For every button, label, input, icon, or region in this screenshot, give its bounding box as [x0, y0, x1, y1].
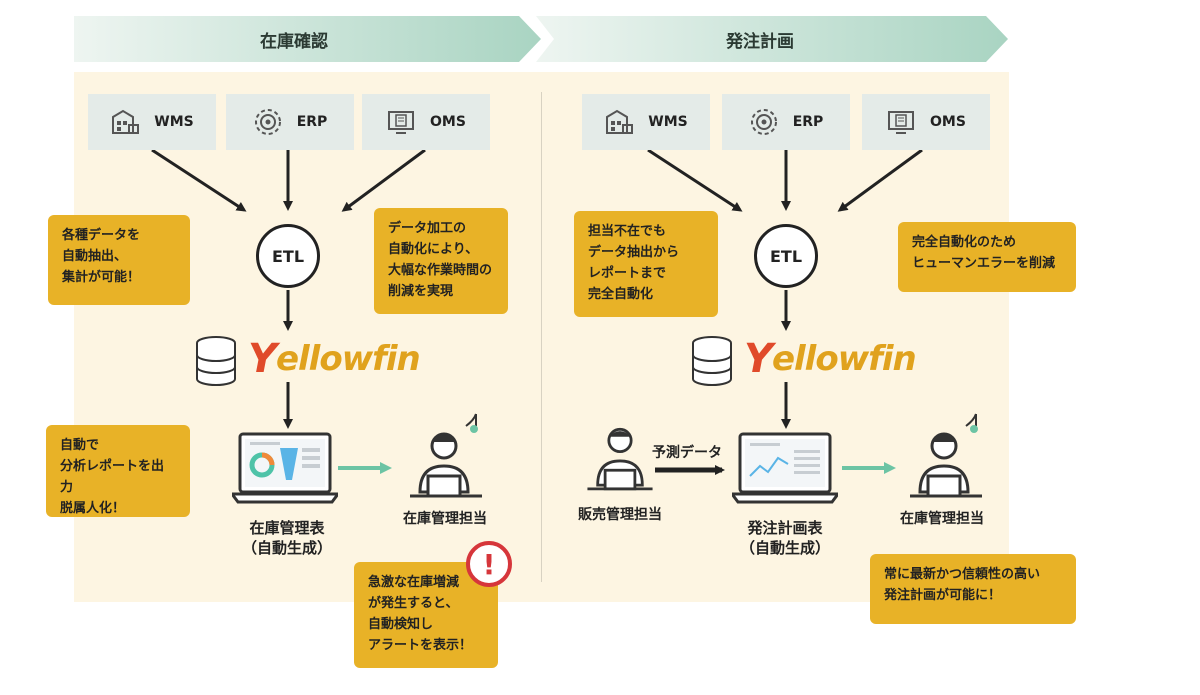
arrow-oms-to-etl-right [837, 148, 923, 212]
source-wms-right: WMS [582, 94, 710, 150]
logo-prefix: Y [744, 336, 773, 382]
arrow-oms-to-etl-left [341, 148, 426, 212]
etl-node-left: ETL [256, 224, 320, 288]
source-label: ERP [296, 114, 328, 130]
section-divider [541, 92, 542, 582]
laptop-dashboard-icon [232, 432, 338, 504]
output-label-plan: 発注計画表 （自動生成） [739, 519, 830, 557]
person-label-left: 在庫管理担当 [403, 511, 487, 527]
arrow-wms-to-etl-left [151, 148, 247, 212]
note-report: 自動で 分析レポートを出力 脱属人化！ [46, 425, 190, 517]
warehouse-icon [606, 109, 634, 134]
gear-cycle-icon [750, 109, 777, 135]
source-oms-right: OMS [862, 94, 990, 150]
banner-stock-check: 在庫確認 [260, 31, 328, 52]
source-erp-right: ERP [722, 94, 850, 150]
source-oms-left: OMS [362, 94, 490, 150]
source-label: OMS [930, 114, 966, 130]
source-label: OMS [430, 114, 466, 130]
note-error: 完全自動化のため ヒューマンエラーを削減 [898, 222, 1076, 292]
person-laptop-icon [910, 413, 982, 498]
logo-rest: ellowfin [771, 339, 917, 379]
person-label-right: 在庫管理担当 [900, 511, 984, 527]
forecast-label: 予測データ [652, 445, 722, 461]
note-planning: 常に最新かつ信頼性の高い 発注計画が可能に！ [870, 554, 1076, 624]
database-icon [692, 336, 732, 386]
arrow-wms-to-etl-right [647, 148, 743, 212]
source-label: WMS [648, 114, 688, 130]
banner-left-arrow [74, 16, 541, 62]
note-extract: 各種データを 自動抽出、 集計が可能！ [48, 215, 190, 305]
monitor-document-icon [388, 111, 415, 134]
source-label: WMS [154, 114, 194, 130]
etl-node-right: ETL [754, 224, 818, 288]
database-icon [196, 336, 236, 386]
banner-right-arrow [536, 16, 1008, 62]
person-laptop-icon [410, 413, 482, 498]
laptop-plan-icon [732, 432, 838, 504]
banner-order-planning: 発注計画 [726, 31, 794, 52]
note-absence: 担当不在でも データ抽出から レポートまで 完全自動化 [574, 211, 718, 317]
warehouse-icon [112, 109, 140, 134]
logo-prefix: Y [248, 336, 277, 382]
process-banners [74, 16, 1008, 62]
source-label: ERP [792, 114, 824, 130]
note-processing: データ加工の 自動化により、 大幅な作業時間の 削減を実現 [374, 208, 508, 314]
sales-person-icon [587, 427, 653, 491]
sales-label: 販売管理担当 [578, 507, 662, 523]
output-label-stock: 在庫管理表 （自動生成） [241, 519, 332, 557]
gear-cycle-icon [254, 109, 281, 135]
source-wms-left: WMS [88, 94, 216, 150]
monitor-document-icon [888, 111, 915, 134]
logo-rest: ellowfin [275, 339, 421, 379]
alert-icon: ! [466, 541, 512, 587]
source-erp-left: ERP [226, 94, 354, 150]
